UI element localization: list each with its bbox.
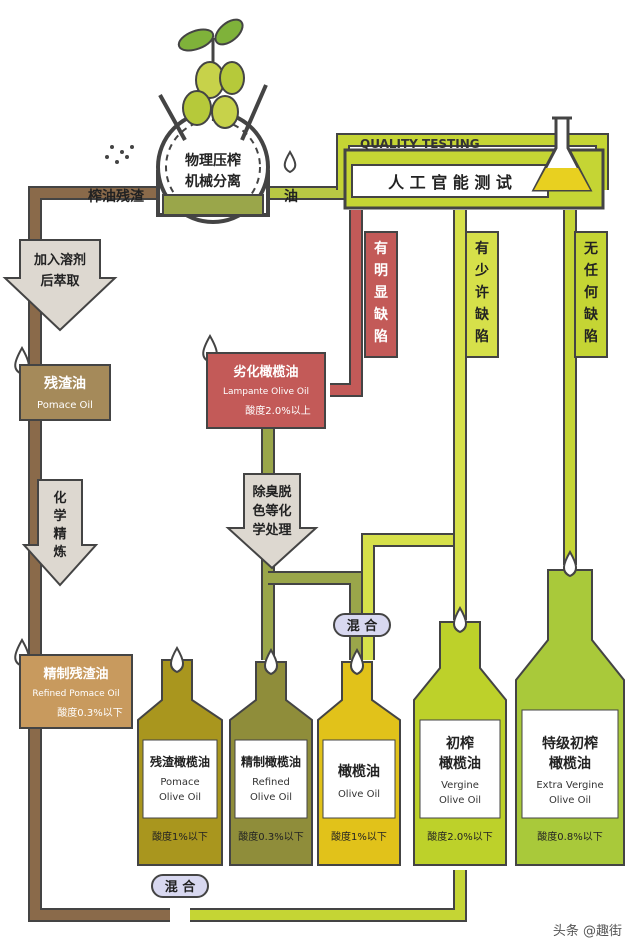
watermark: 头条 @趣街 [553,923,622,939]
bottle1-en1: Pomace [160,777,199,788]
bottle5-acid: 酸度0.8%以下 [537,830,602,843]
chem-refine-1: 学 [53,508,66,524]
defect-none-3: 缺 [584,306,599,323]
defect-none-0: 无 [583,241,598,257]
defect-some-4: 陷 [475,328,489,345]
defect-obvious-2: 显 [374,285,388,301]
defect-some-3: 缺 [475,306,490,323]
lampante-box [206,352,326,429]
bottle-vergine [413,606,507,866]
defect-some-0: 有 [475,240,489,257]
bottle4-en2: Olive Oil [439,795,481,806]
quality-title: QUALITY TESTING [360,137,480,151]
bottle-pomace-olive [137,646,223,866]
quality-subtitle: 人 工 官 能 测 试 [388,173,512,192]
bottle5-en2: Olive Oil [549,795,591,806]
deodor-arrow [225,473,319,570]
solvent-line1: 加入溶剂 [33,252,86,268]
bottle2-en1: Refined [252,777,290,788]
dots-decoration [105,145,134,164]
bottle2-en2: Olive Oil [250,792,292,803]
flask-icon [531,116,593,192]
bottle1-en2: Olive Oil [159,792,201,803]
defect-obvious-0: 有 [374,240,388,257]
bottle4-en1: Vergine [441,780,479,791]
bottle5-en1: Extra Vergine [536,780,603,791]
lampante-acid: 酸度2.0%以上 [245,404,310,417]
label-oil: 油 [284,188,298,205]
defect-none-2: 何 [584,284,598,301]
deodor-line2: 色等化 [252,503,291,519]
deodor-line1: 除臭脱 [252,484,291,500]
defect-some-1: 少 [474,262,489,279]
bottle1-acid: 酸度1%以下 [152,830,208,843]
pipe-bottom-mix [190,870,467,922]
defect-some-2: 许 [475,284,489,301]
mix-label-bottom: 混 合 [165,879,197,895]
pomace-box [19,364,111,421]
solvent-arrow [2,239,118,332]
defect-none-box [574,231,608,358]
olive-plant-icon [158,18,268,141]
machine-line2: 机械分离 [185,173,241,190]
bottle-olive [317,648,401,866]
defect-obvious-1: 明 [374,263,388,279]
lampante-en: Lampante Olive Oil [223,387,309,397]
chem-refine-2: 精 [53,526,66,542]
lampante-cn: 劣化橄榄油 [233,364,298,380]
mix-label-top: 混 合 [347,618,379,634]
bottle-refined-olive [229,648,313,866]
deodor-line3: 学处理 [252,522,291,538]
defect-none-4: 陷 [584,328,598,345]
bottle3-cn: 橄榄油 [338,763,380,780]
defect-some-box [465,231,499,358]
mix-badge-top [333,613,391,637]
bottle1-cn: 残渣橄榄油 [150,754,210,769]
defect-none-1: 任 [583,262,598,279]
defect-obvious-box [364,231,398,358]
chem-refine-0: 化 [53,490,66,506]
bottle2-acid: 酸度0.3%以下 [238,830,303,843]
refined-pomace-en: Refined Pomace Oil [32,689,119,699]
defect-obvious-3: 缺 [374,306,389,323]
bottle5-cn2: 橄榄油 [549,755,591,772]
bottle4-cn: 初榨 [446,735,474,752]
refined-pomace-cn: 精制残渣油 [43,666,108,682]
refined-pomace-box [19,654,133,729]
machine-line1: 物理压榨 [185,152,241,169]
refined-pomace-acid: 酸度0.3%以下 [57,706,122,719]
pomace-en: Pomace Oil [37,400,93,411]
bottle3-acid: 酸度1%以下 [331,830,387,843]
defect-obvious-4: 陷 [374,328,388,345]
bottle5-cn: 特级初榨 [542,735,598,752]
chem-refine-arrow [21,479,99,587]
bottle-extra-vergine [515,550,625,866]
bottle2-cn: 精制橄榄油 [241,754,301,769]
label-residue: 榨油残渣 [87,188,145,205]
bottle3-en1: Olive Oil [338,789,380,800]
pomace-cn: 残渣油 [44,375,86,392]
mix-badge-bottom [151,874,209,898]
chem-refine-3: 炼 [53,544,66,560]
solvent-line2: 后萃取 [40,273,80,289]
bottle4-acid: 酸度2.0%以下 [427,830,492,843]
bottle4-cn2: 橄榄油 [439,755,481,772]
droplet-icon-oil [283,150,297,174]
